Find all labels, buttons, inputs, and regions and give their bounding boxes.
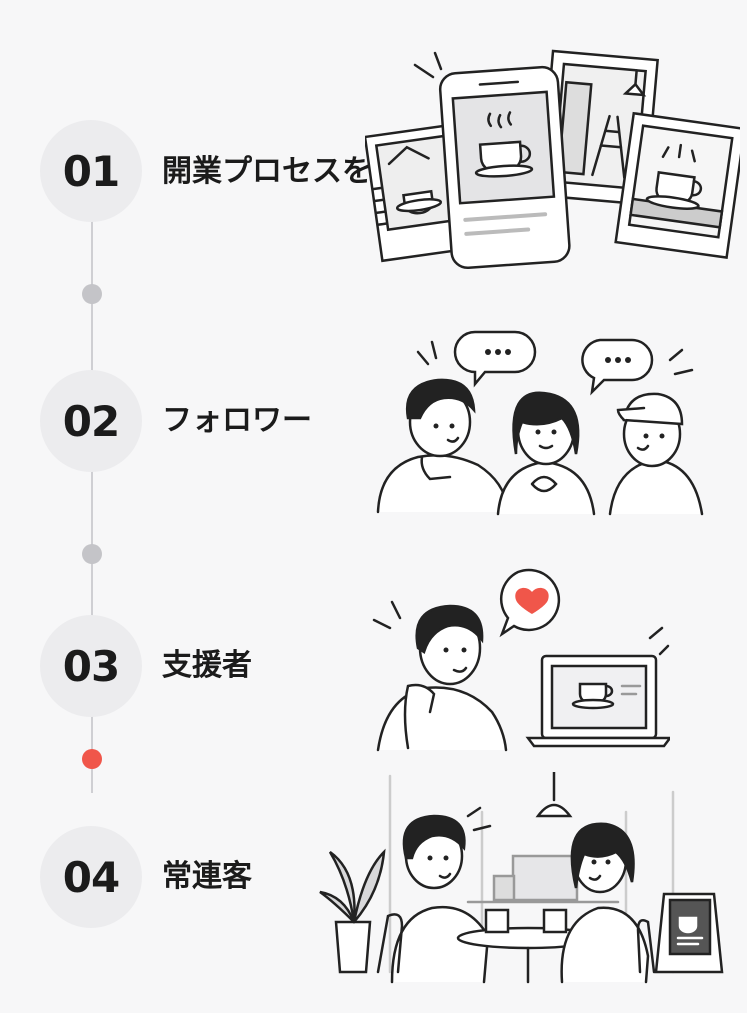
step-label-04: 常連客 xyxy=(162,859,252,894)
step-label-02: フォロワー xyxy=(162,403,312,438)
step-number: 01 xyxy=(62,146,120,196)
timeline-rail xyxy=(91,215,93,793)
illustration-phone-photos xyxy=(365,49,740,270)
heart-icon xyxy=(515,587,549,614)
illustration-followers xyxy=(376,330,704,516)
step-number-circle-03: 03 xyxy=(40,615,142,717)
step-number: 03 xyxy=(62,641,120,691)
step-number-circle-01: 01 xyxy=(40,120,142,222)
step-number: 02 xyxy=(62,396,120,446)
step-number: 04 xyxy=(62,852,120,902)
step-number-circle-02: 02 xyxy=(40,370,142,472)
connector-dot-2 xyxy=(82,544,102,564)
step-number-circle-04: 04 xyxy=(40,826,142,928)
connector-dot-1 xyxy=(82,284,102,304)
illustration-supporter xyxy=(372,568,670,752)
step-label-03: 支援者 xyxy=(162,648,252,683)
illustration-regulars xyxy=(319,772,724,984)
connector-dot-3-highlight xyxy=(82,749,102,769)
